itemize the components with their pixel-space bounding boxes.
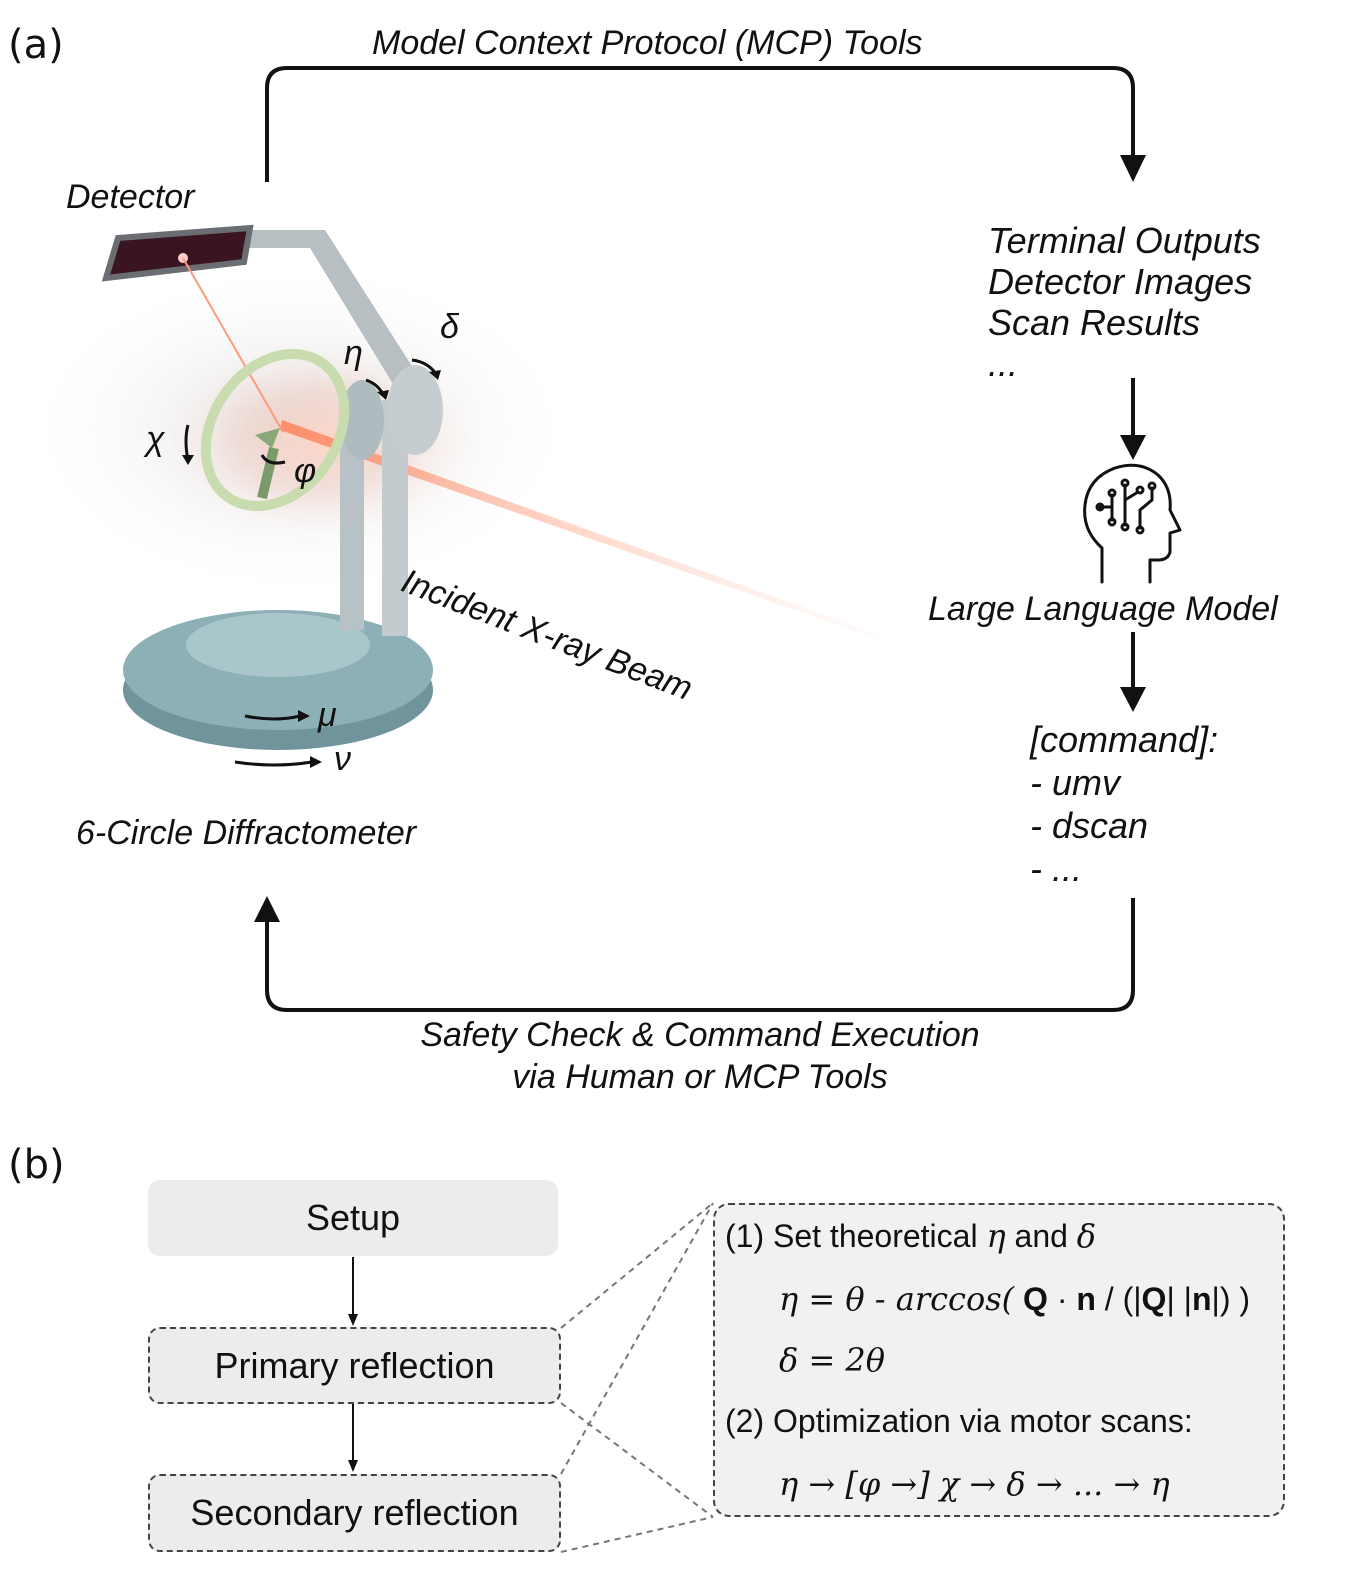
output-item: Scan Results bbox=[988, 302, 1201, 343]
step-secondary-reflection: Secondary reflection bbox=[148, 1474, 561, 1552]
llm-label: Large Language Model bbox=[928, 590, 1278, 628]
command-item: - dscan bbox=[1030, 805, 1149, 846]
eta-symbol: η bbox=[344, 334, 363, 372]
setup-to-primary-arrow bbox=[348, 1257, 358, 1326]
step-primary-reflection: Primary reflection bbox=[148, 1327, 561, 1404]
command-item: - ... bbox=[1030, 848, 1082, 889]
bottom-loop-arrow bbox=[254, 896, 1135, 1012]
safety-check-label: Safety Check & Command Execution via Hum… bbox=[0, 1014, 1350, 1098]
command-item: - umv bbox=[1030, 762, 1120, 803]
procedure-detail-box: (1) Set theoretical η and δ η = θ - arcc… bbox=[713, 1203, 1285, 1517]
panel-b-label: (b) bbox=[8, 1142, 65, 1188]
output-item: Terminal Outputs bbox=[988, 220, 1261, 261]
chi-symbol: χ bbox=[146, 420, 165, 458]
nu-symbol: ν bbox=[334, 740, 351, 778]
mu-symbol: μ bbox=[318, 696, 337, 734]
safety-line-2: via Human or MCP Tools bbox=[512, 1058, 888, 1096]
diffractometer-illustration bbox=[20, 224, 880, 768]
delta-equation: δ = 2θ bbox=[779, 1341, 886, 1379]
eta-equation: η = θ - arccos( Q · n / (|Q| |n|) ) bbox=[779, 1280, 1251, 1318]
safety-line-1: Safety Check & Command Execution bbox=[420, 1016, 980, 1054]
detector-label: Detector bbox=[66, 178, 195, 216]
outputs-list: Terminal Outputs Detector Images Scan Re… bbox=[988, 220, 1261, 384]
panel-a-label: (a) bbox=[8, 22, 64, 68]
command-header: [command]: bbox=[1030, 719, 1219, 760]
step-setup: Setup bbox=[148, 1180, 558, 1256]
step2-line: (2) Optimization via motor scans: bbox=[725, 1403, 1193, 1439]
brain-head-icon bbox=[1083, 463, 1182, 584]
phi-symbol: φ bbox=[294, 452, 317, 490]
mcp-tools-label: Model Context Protocol (MCP) Tools bbox=[372, 24, 923, 62]
outputs-to-llm-arrow bbox=[1120, 378, 1146, 460]
diffractometer-label: 6-Circle Diffractometer bbox=[76, 814, 417, 852]
command-list: [command]: - umv - dscan - ... bbox=[1030, 718, 1218, 890]
zoom-guide-lines bbox=[560, 1202, 714, 1553]
output-item: ... bbox=[988, 343, 1019, 384]
primary-to-secondary-arrow bbox=[348, 1404, 358, 1472]
top-loop-arrow bbox=[265, 66, 1146, 182]
scan-sequence: η → [φ →] χ → δ → ... → η bbox=[779, 1465, 1170, 1503]
delta-symbol: δ bbox=[440, 308, 459, 346]
llm-to-command-arrow bbox=[1120, 632, 1146, 712]
step1-line: (1) Set theoretical η and δ bbox=[725, 1217, 1097, 1255]
output-item: Detector Images bbox=[988, 261, 1253, 302]
